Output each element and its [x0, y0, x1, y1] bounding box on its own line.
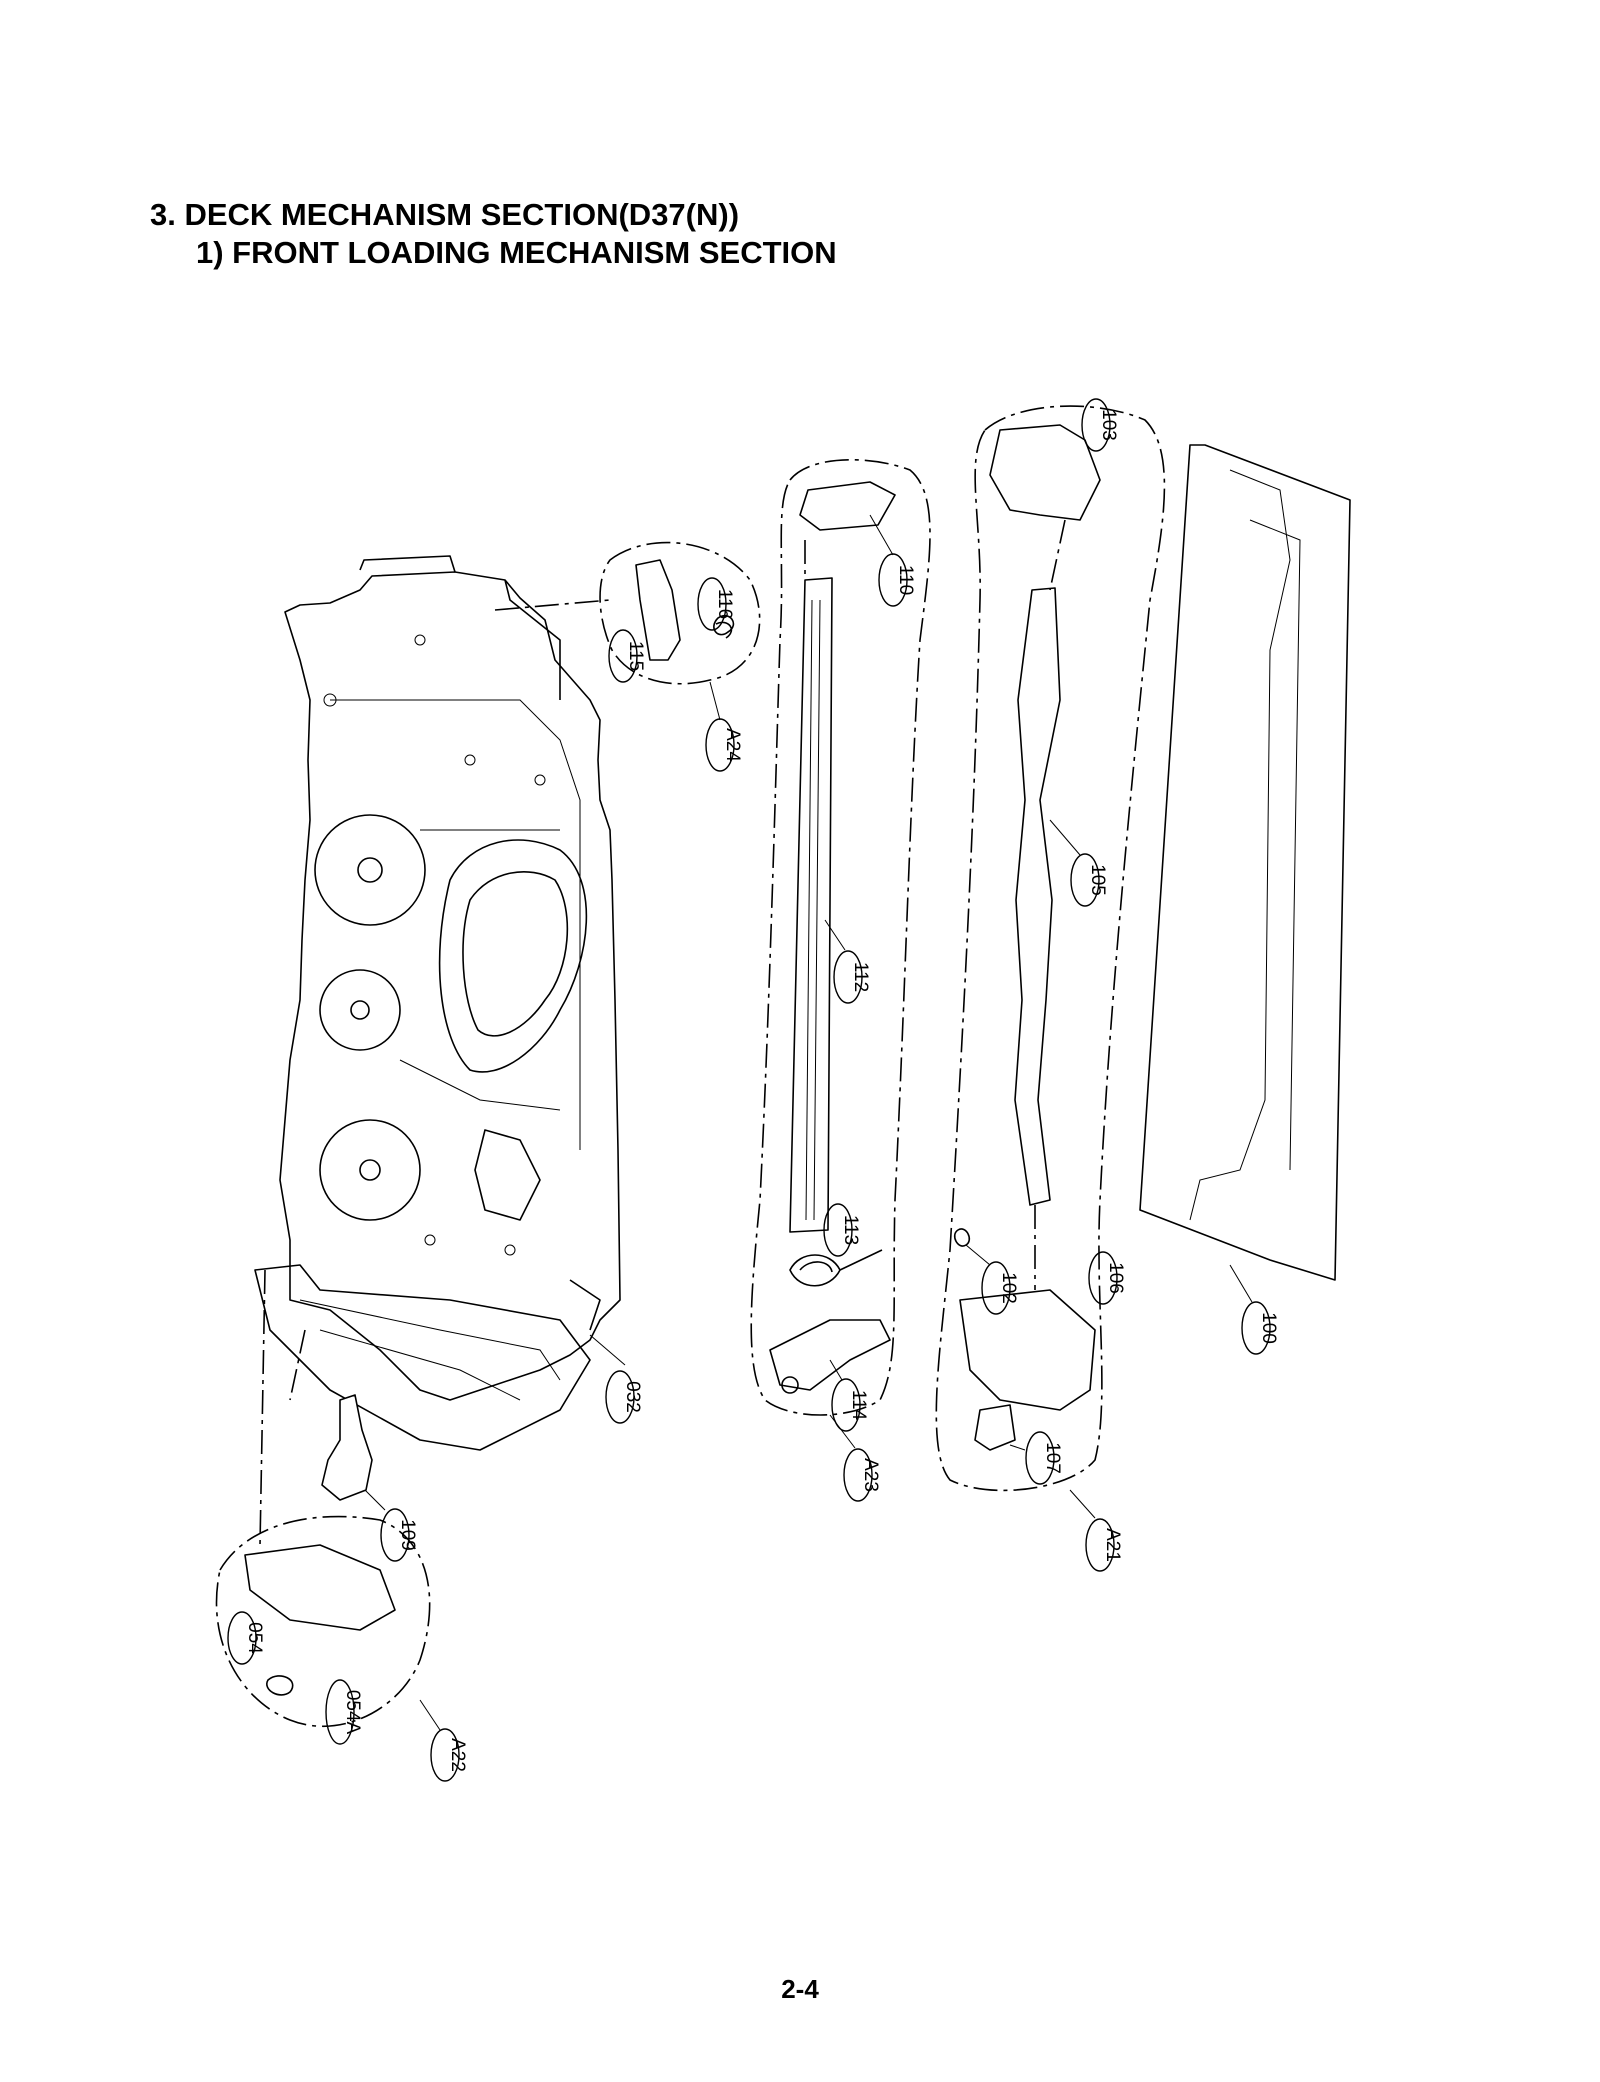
label-103: 103 [1098, 409, 1119, 441]
callout-054a: 054A [325, 1679, 363, 1745]
label-054: 054 [244, 1622, 265, 1654]
label-a24: A24 [722, 728, 743, 762]
page-number: 2-4 [781, 1974, 819, 2004]
label-112: 112 [850, 962, 871, 992]
part-100 [1139, 444, 1351, 1281]
label-109: 109 [397, 1519, 418, 1551]
part-103 [989, 424, 1101, 521]
callout-107: 107 [1009, 1431, 1063, 1485]
part-054a-spring [266, 1675, 294, 1696]
label-100: 100 [1258, 1312, 1279, 1344]
label-054a: 054A [342, 1690, 363, 1735]
callout-054: 054 [227, 1611, 265, 1665]
label-106: 106 [1105, 1262, 1126, 1294]
a24-outline [599, 541, 761, 685]
label-113: 113 [840, 1215, 861, 1245]
label-115: 115 [625, 641, 646, 671]
label-105: 105 [1087, 864, 1108, 896]
part-110 [799, 481, 896, 531]
callout-a24: A24 [705, 681, 743, 772]
callout-109: 109 [364, 1489, 418, 1562]
callout-113: 113 [823, 1203, 861, 1257]
part-106 [959, 1289, 1096, 1411]
part-112 [789, 577, 833, 1233]
callout-102: 102 [965, 1244, 1019, 1315]
callout-a21: A21 [1069, 1489, 1123, 1572]
a21-outline [935, 405, 1166, 1492]
part-109 [321, 1394, 373, 1501]
callout-106: 106 [1088, 1251, 1126, 1305]
part-105 [1014, 587, 1061, 1206]
deck-chassis [254, 555, 621, 1451]
label-032: 032 [622, 1381, 643, 1413]
callout-110: 110 [869, 514, 916, 607]
label-107: 107 [1042, 1442, 1063, 1474]
label-114: 114 [848, 1390, 869, 1421]
label-a22: A22 [447, 1738, 468, 1772]
label-a23: A23 [860, 1458, 881, 1492]
part-113-spring [789, 1254, 841, 1287]
label-102: 102 [998, 1272, 1019, 1304]
part-107 [974, 1404, 1016, 1451]
part-115 [635, 559, 681, 661]
callout-105: 105 [1049, 819, 1108, 907]
callout-a23: A23 [829, 1414, 881, 1502]
part-102-spring [953, 1228, 971, 1247]
callout-114: 114 [829, 1359, 869, 1432]
a22-outline [215, 1515, 431, 1728]
label-a21: A21 [1102, 1528, 1123, 1562]
leader-lines [259, 519, 1066, 1546]
section-subtitle: 1) FRONT LOADING MECHANISM SECTION [196, 235, 837, 270]
callout-112: 112 [824, 919, 871, 1004]
callout-115: 115 [608, 629, 646, 683]
callout-100: 100 [1229, 1264, 1279, 1355]
label-116: 116 [714, 589, 735, 619]
section-title: 3. DECK MECHANISM SECTION(D37(N)) [150, 197, 740, 232]
a23-outline [750, 458, 931, 1416]
label-110: 110 [895, 565, 916, 595]
callout-a22: A22 [419, 1699, 468, 1782]
callout-116: 116 [697, 577, 735, 631]
callout-032: 032 [589, 1334, 643, 1424]
part-114 [769, 1319, 891, 1391]
callout-103: 103 [1081, 398, 1119, 452]
part-054 [244, 1544, 396, 1631]
